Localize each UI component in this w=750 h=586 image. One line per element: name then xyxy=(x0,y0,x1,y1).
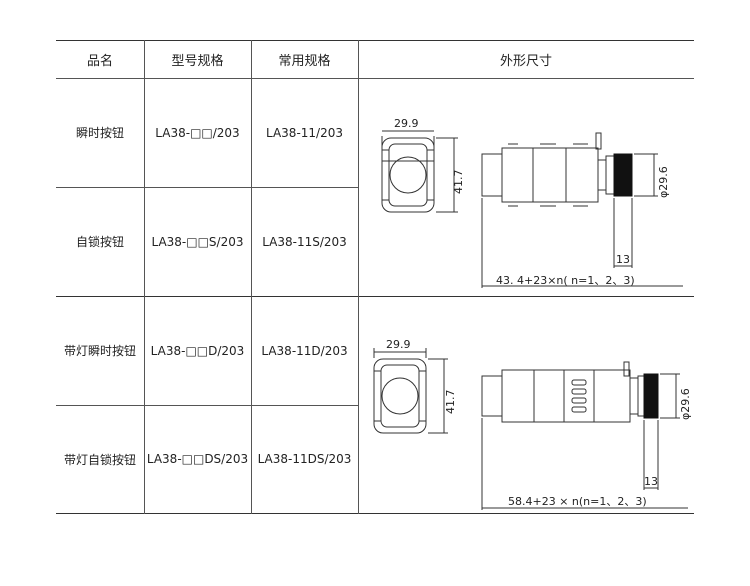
row3-name: 带灯瞬时按钮 xyxy=(63,344,136,358)
drawing1-width: 29.9 xyxy=(394,117,419,130)
drawing2-width: 29.9 xyxy=(386,338,411,351)
row2-name: 自锁按钮 xyxy=(75,235,124,249)
row1-model: LA38-□□/203 xyxy=(155,125,240,140)
drawing1-length: 43. 4+23×n( n=1、2、3) xyxy=(496,274,635,287)
drawing2-offset: 13 xyxy=(644,475,658,488)
side-view xyxy=(481,361,688,510)
row2-model: LA38-□□S/203 xyxy=(151,234,244,249)
front-view-body xyxy=(381,137,435,213)
drawing2-length: 58.4+23 × n(n=1、2、3) xyxy=(508,495,647,508)
dimension-drawing-lighted-button: 29.9 41.7 φ29.6 13 58.4+23 × n(n=1、2、3) xyxy=(373,338,692,510)
col3-divider xyxy=(358,40,359,514)
header-model-spec: 型号规格 xyxy=(171,53,224,69)
col2-divider xyxy=(251,40,252,514)
row4-model: LA38-□□DS/203 xyxy=(146,452,249,466)
drawing2-height: 41.7 xyxy=(444,390,457,415)
row4-common: LA38-11DS/203 xyxy=(257,452,352,466)
group-border xyxy=(56,296,694,297)
row1-border xyxy=(56,187,358,188)
row1-common: LA38-11/203 xyxy=(266,125,343,140)
row3-model: LA38-□□D/203 xyxy=(150,343,245,358)
row1-name: 瞬时按钮 xyxy=(75,126,124,140)
row3-border xyxy=(56,405,358,406)
drawing1-height: 41.7 xyxy=(452,170,465,195)
table-top-border xyxy=(56,40,694,41)
header-bottom-border xyxy=(56,78,694,79)
dimension-drawing-button: 29.9 41.7 φ29.6 13 43. 4+23×n( n=1、2、3) xyxy=(381,117,683,288)
drawing1-offset: 13 xyxy=(616,253,630,266)
row4-name: 带灯自锁按钮 xyxy=(63,452,136,467)
header-product-name: 品名 xyxy=(86,53,113,69)
row3-common: LA38-11D/203 xyxy=(261,343,348,358)
side-view-body xyxy=(501,147,599,203)
header-dimensions: 外形尺寸 xyxy=(499,53,552,69)
drawing1-diameter: φ29.6 xyxy=(657,166,670,198)
spec-table: 品名 型号规格 常用规格 外形尺寸 瞬时按钮 LA38-□□/203 LA38-… xyxy=(56,40,694,514)
row2-common: LA38-11S/203 xyxy=(262,234,347,249)
col1-divider xyxy=(144,40,145,514)
side-view-body xyxy=(501,369,631,423)
table-bottom-border xyxy=(56,513,694,514)
front-view-button-circle xyxy=(389,156,427,194)
front-view-body xyxy=(373,358,427,434)
header-common-spec: 常用规格 xyxy=(278,53,331,69)
drawing2-diameter: φ29.6 xyxy=(679,388,692,420)
front-view-button-circle xyxy=(381,377,419,415)
